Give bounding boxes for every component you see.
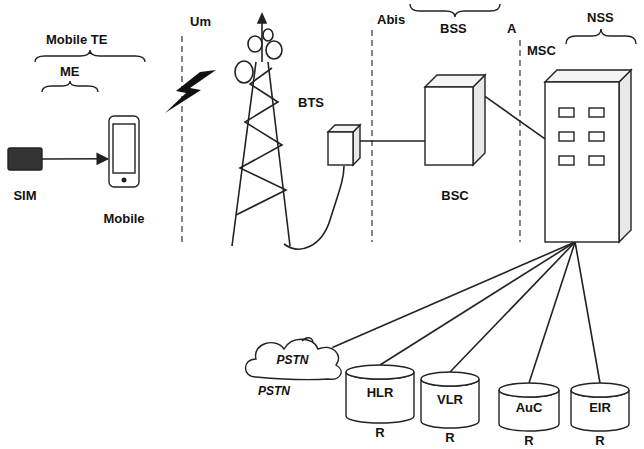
mobile-te-brace: [35, 50, 145, 62]
um-divider: [181, 36, 182, 246]
hlr-database: HLRR: [345, 365, 415, 423]
node-label: BSC: [441, 188, 468, 203]
node-label: Mobile: [103, 211, 144, 226]
bsc-box: BSC: [425, 75, 485, 165]
antenna-panel: [235, 61, 253, 83]
node-label: R: [524, 433, 533, 448]
connector-line: [42, 158, 108, 160]
interface-label: Abis: [377, 12, 405, 27]
sim-card: SIM: [8, 148, 42, 170]
mobile-phone: Mobile: [108, 115, 140, 188]
auc-database: AuCR: [498, 383, 560, 431]
abis-divider: [371, 30, 372, 242]
subsystem-label: BSS: [440, 21, 467, 36]
connector-line: [485, 96, 545, 138]
tower-bracing: [236, 68, 286, 215]
node-label: BTS: [298, 95, 324, 110]
subsystem-label: NSS: [587, 10, 614, 25]
node-label: R: [375, 425, 384, 440]
tower-leg: [232, 62, 256, 246]
node-label: VLR: [437, 392, 463, 407]
radio-link-bolt: [165, 70, 216, 113]
connector-line: [332, 242, 575, 347]
node-label: R: [445, 430, 454, 445]
node-shape: [8, 148, 42, 170]
antenna-panel: [266, 41, 282, 59]
node-shape: [108, 115, 140, 188]
node-shape: [425, 75, 485, 165]
braces: [35, 4, 636, 92]
mast-tip: [258, 14, 266, 23]
nss-brace: [566, 29, 636, 44]
node-shape: [545, 70, 631, 242]
bts-box: BTS: [328, 125, 360, 165]
connector-line: [450, 242, 575, 372]
a-divider: [519, 40, 520, 242]
node-label: EIR: [589, 400, 611, 415]
antenna-panel: [248, 36, 262, 52]
node-shape: [328, 125, 360, 165]
antenna-panel: [263, 29, 273, 41]
node-label: R: [595, 433, 604, 448]
bts-tower: [232, 14, 344, 249]
pstn-cloud: PSTNPSTN: [240, 333, 345, 381]
me-brace: [42, 81, 98, 92]
node-label: PSTN: [276, 353, 308, 368]
eir-database: EIRR: [570, 383, 630, 431]
feeder-cable: [284, 166, 344, 249]
connector-line: [380, 242, 575, 365]
connector-line: [575, 242, 600, 383]
vlr-database: VLRR: [420, 372, 480, 428]
bss-brace: [410, 4, 500, 17]
node-label: HLR: [367, 385, 394, 400]
interface-label: Um: [190, 14, 211, 29]
group-label: ME: [60, 64, 80, 79]
interface-dividers: [182, 30, 520, 246]
node-label: SIM: [13, 188, 36, 203]
node-label: MSC: [527, 43, 556, 58]
connector-line: [529, 242, 575, 383]
interface-label: A: [507, 21, 516, 36]
msc-building: MSC: [545, 70, 631, 242]
node-label: PSTN: [258, 384, 290, 399]
node-label: AuC: [516, 400, 543, 415]
group-label: Mobile TE: [46, 32, 107, 47]
connector-line: [360, 140, 425, 142]
tower-leg: [268, 62, 290, 246]
